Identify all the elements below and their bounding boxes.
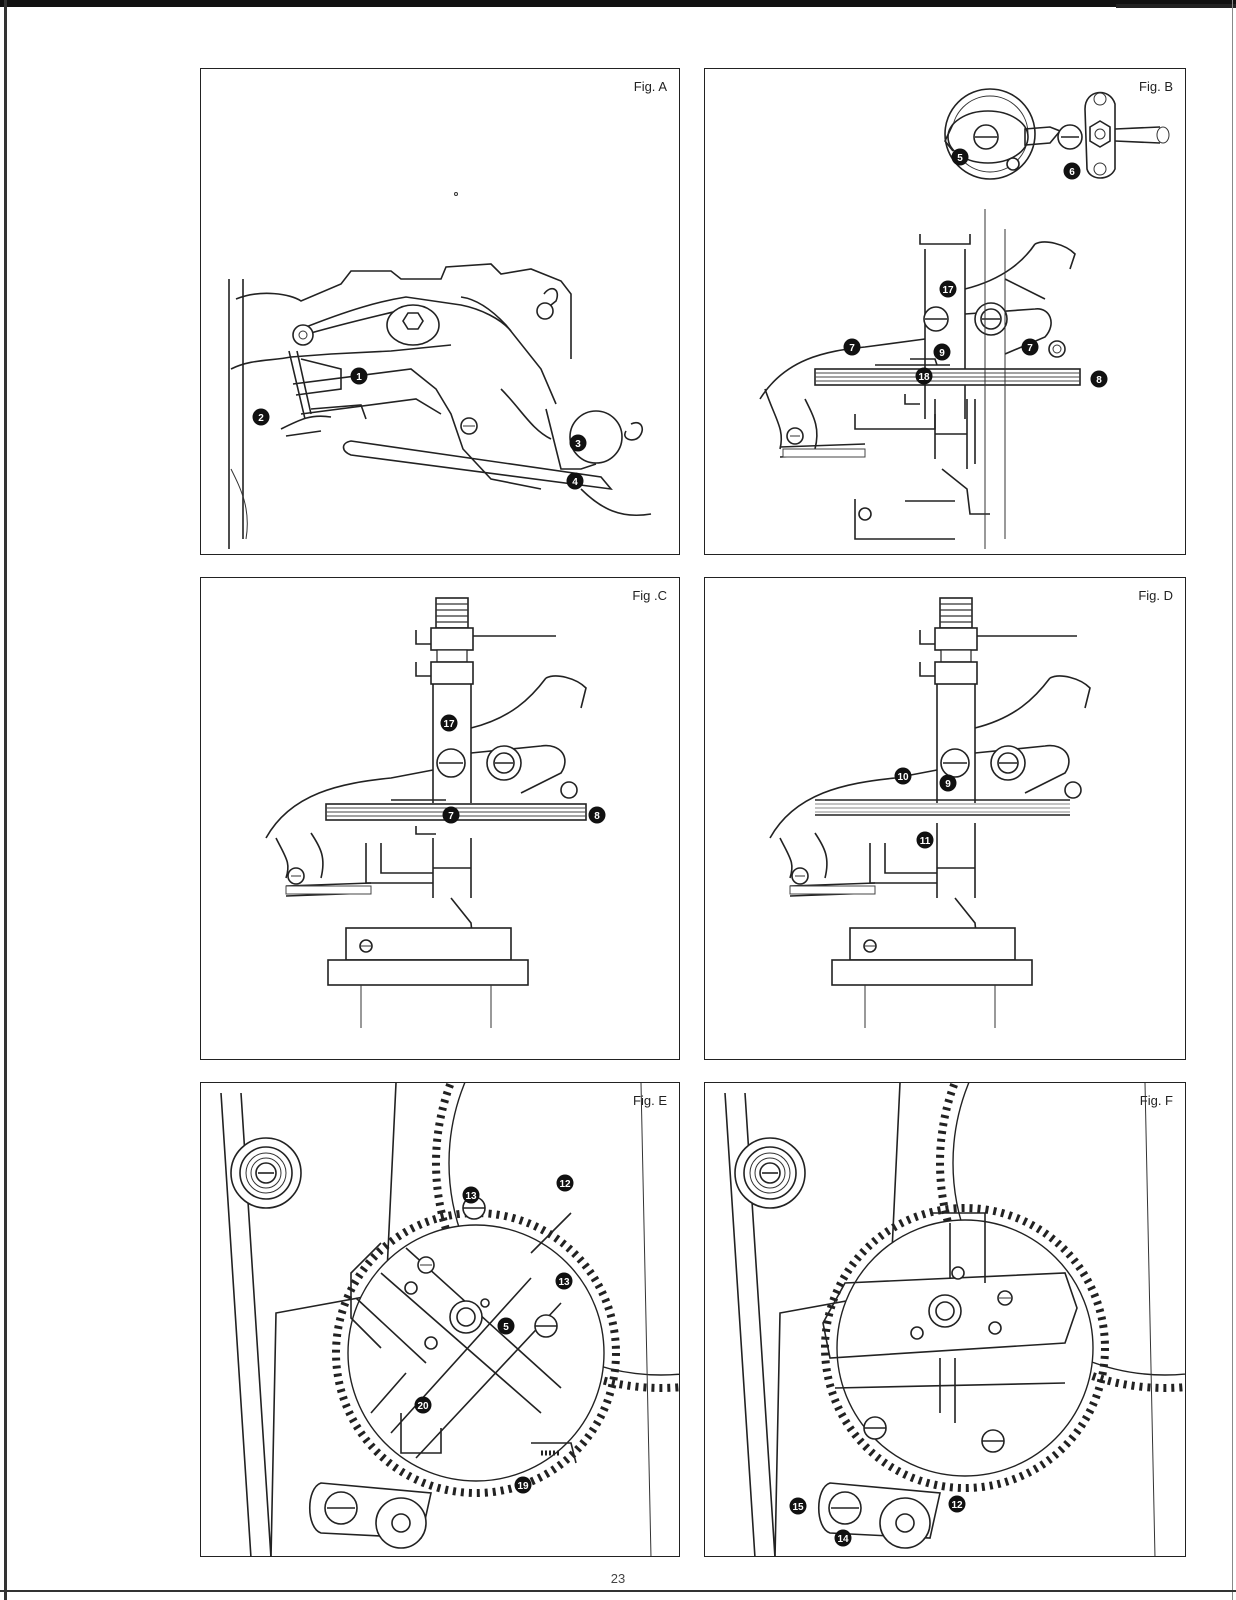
callout-marker: 3	[569, 434, 587, 452]
callout-number: 1	[356, 372, 362, 383]
top-edge-bar	[0, 0, 1236, 7]
figure-e-callouts: 12 13 13 5 20 19	[414, 1174, 574, 1494]
callout-marker: 9	[933, 343, 951, 361]
callout-marker: 20	[414, 1396, 432, 1414]
bottom-edge-rule	[0, 1590, 1236, 1592]
figure-label: Fig. B	[1139, 79, 1173, 94]
callout-number: 8	[594, 811, 600, 822]
right-edge-rule	[1232, 0, 1233, 1600]
figure-d-panel: 10 9 11 Fig. D	[704, 577, 1186, 1060]
callout-number: 11	[920, 836, 931, 847]
callout-number: 4	[572, 477, 578, 488]
callout-marker: 13	[462, 1186, 480, 1204]
callout-marker: 1	[350, 367, 368, 385]
callout-number: 8	[1096, 375, 1102, 386]
figure-label: Fig. F	[1139, 1093, 1173, 1108]
figure-c-callouts: 17 7 8	[440, 714, 606, 824]
figure-e-drawing	[220, 1083, 679, 1556]
figure-f-drawing	[724, 1083, 1185, 1556]
callout-marker: 18	[915, 367, 933, 385]
callout-marker: 17	[440, 714, 458, 732]
callout-number: 14	[837, 1534, 849, 1545]
callout-marker: 10	[894, 767, 912, 785]
callout-number: 9	[945, 779, 951, 790]
callout-marker: 9	[939, 774, 957, 792]
callout-number: 3	[575, 439, 581, 450]
callout-number: 7	[849, 343, 855, 354]
callout-number: 20	[417, 1401, 429, 1412]
callout-marker: 5	[497, 1317, 515, 1335]
callout-number: 17	[443, 719, 455, 730]
figure-f-panel: 15 12 14 Fig. F	[704, 1082, 1186, 1557]
callout-number: 2	[258, 413, 264, 424]
callout-marker: 7	[1021, 338, 1039, 356]
figure-a-callouts: 1 2 3 4	[252, 367, 587, 490]
figure-b-callouts: 5 6 17 7 9 7 18 8	[843, 148, 1108, 388]
callout-number: 19	[517, 1481, 529, 1492]
callout-marker: 7	[442, 806, 460, 824]
callout-marker: 15	[789, 1497, 807, 1515]
callout-marker: 4	[566, 472, 584, 490]
callout-marker: 12	[948, 1495, 966, 1513]
callout-number: 7	[1027, 343, 1033, 354]
figure-d-drawing	[769, 597, 1091, 1028]
callout-number: 15	[792, 1502, 804, 1513]
callout-marker: 13	[555, 1272, 573, 1290]
figure-label: Fig .C	[632, 588, 667, 603]
callout-marker: 19	[514, 1476, 532, 1494]
callout-number: 18	[918, 372, 930, 383]
figure-label: Fig. D	[1138, 588, 1173, 603]
figure-b-panel: 5 6 17 7 9 7 18 8 Fig. B	[704, 68, 1186, 555]
callout-marker: 7	[843, 338, 861, 356]
callout-marker: 17	[939, 280, 957, 298]
callout-number: 5	[957, 153, 963, 164]
callout-number: 7	[448, 811, 454, 822]
callout-number: 9	[939, 348, 945, 359]
callout-marker: 6	[1063, 162, 1081, 180]
callout-marker: 14	[834, 1529, 852, 1547]
callout-number: 12	[951, 1500, 963, 1511]
callout-number: 12	[559, 1179, 571, 1190]
callout-number: 6	[1069, 167, 1075, 178]
callout-marker: 11	[916, 831, 934, 849]
figure-c-drawing	[265, 597, 587, 1028]
figure-c-panel: 17 7 8 Fig .C	[200, 577, 680, 1060]
callout-marker: 12	[556, 1174, 574, 1192]
figure-a-panel: 1 2 3 4 Fig. A	[200, 68, 680, 555]
callout-marker: 5	[951, 148, 969, 166]
figure-f-callouts: 15 12 14	[789, 1495, 966, 1547]
figure-d-callouts: 10 9 11	[894, 767, 957, 849]
top-edge-bar-right	[1116, 4, 1236, 8]
figure-a-drawing	[228, 192, 652, 549]
callout-number: 5	[503, 1322, 509, 1333]
callout-number: 17	[942, 285, 954, 296]
page-number: 23	[610, 1571, 626, 1586]
figure-label: Fig. A	[633, 79, 667, 94]
figure-label: Fig. E	[633, 1093, 667, 1108]
callout-marker: 8	[588, 806, 606, 824]
callout-marker: 2	[252, 408, 270, 426]
callout-number: 13	[465, 1191, 477, 1202]
callout-number: 13	[558, 1277, 570, 1288]
figure-e-panel: 12 13 13 5 20 19 Fig. E	[200, 1082, 680, 1557]
callout-marker: 8	[1090, 370, 1108, 388]
left-edge-rule	[4, 0, 7, 1600]
callout-number: 10	[897, 772, 909, 783]
figure-b-drawing	[759, 88, 1170, 549]
